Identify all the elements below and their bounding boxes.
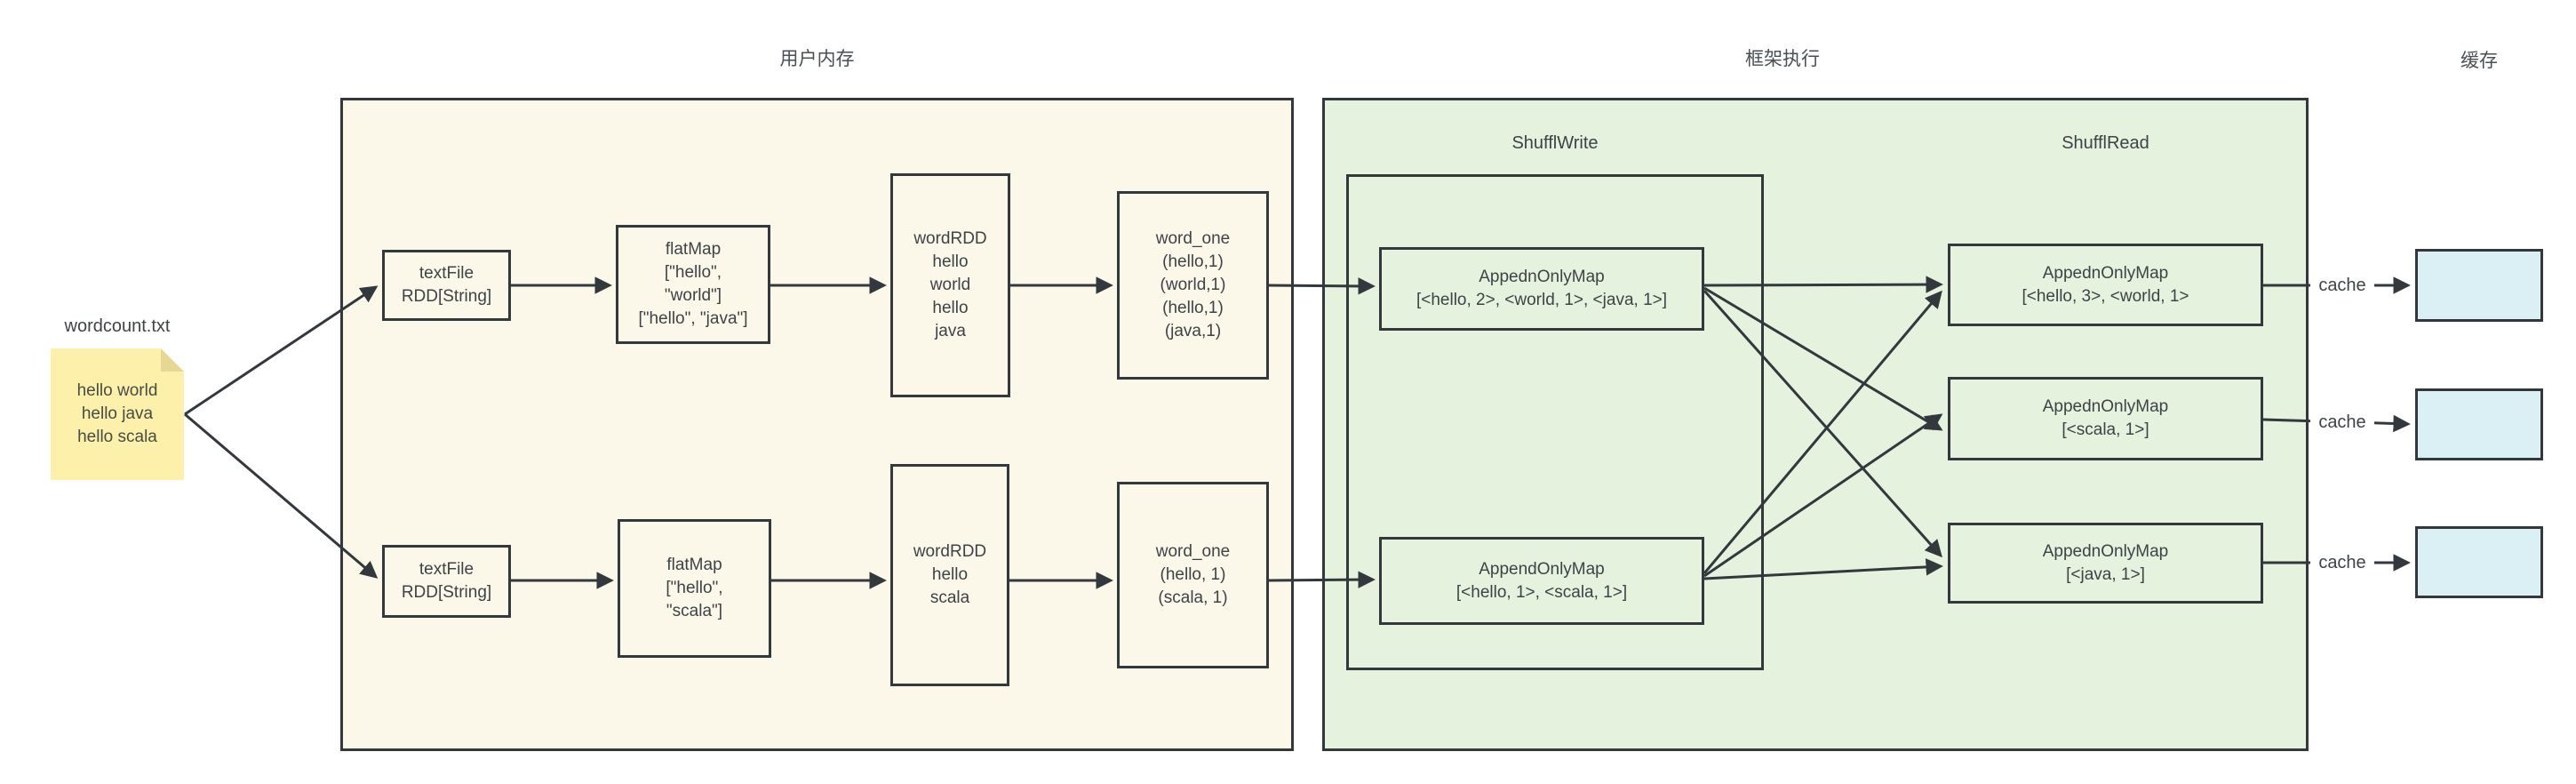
cache-title: 缓存 <box>2460 51 2498 71</box>
node-wordrdd-p2: wordRDD hello scala <box>890 464 1009 686</box>
cache-edge-label-3: cache <box>2310 550 2374 575</box>
user-memory-title: 用户内存 <box>779 49 855 69</box>
cache-block-2 <box>2415 388 2543 460</box>
node-flatmap-p2: flatMap ["hello", "scala"] <box>618 519 771 658</box>
node-wordrdd-p1: wordRDD hello world hello java <box>890 173 1010 397</box>
cache-edge-label-2: cache <box>2310 410 2374 435</box>
cache-edge-label-1: cache <box>2310 273 2374 298</box>
shuffle-write-label: ShufflWrite <box>1511 133 1599 153</box>
node-shuffleread-map2: AppednOnlyMap [<scala, 1>] <box>1948 377 2263 460</box>
node-wordone-p1: word_one (hello,1) (world,1) (hello,1) (… <box>1117 191 1269 380</box>
node-shufflewrite-map2: AppendOnlyMap [<hello, 1>, <scala, 1>] <box>1379 537 1704 625</box>
sticky-note: hello world hello java hello scala <box>51 348 184 480</box>
framework-title: 框架执行 <box>1745 49 1820 69</box>
node-shufflewrite-map1: AppednOnlyMap [<hello, 2>, <world, 1>, <… <box>1379 247 1704 331</box>
note-filename-label: wordcount.txt <box>64 316 171 336</box>
cache-block-3 <box>2415 526 2543 598</box>
cache-block-1 <box>2415 249 2543 322</box>
shuffle-read-label: ShufflRead <box>2062 133 2149 153</box>
sticky-note-fold <box>161 348 184 372</box>
node-wordone-p2: word_one (hello, 1) (scala, 1) <box>1117 482 1269 668</box>
node-flatmap-p1: flatMap ["hello", "world"] ["hello", "ja… <box>616 225 770 344</box>
node-shuffleread-map1: AppednOnlyMap [<hello, 3>, <world, 1> <box>1948 244 2263 326</box>
node-shuffleread-map3: AppednOnlyMap [<java, 1>] <box>1948 523 2263 604</box>
node-textfile-p2: textFile RDD[String] <box>382 545 511 618</box>
node-textfile-p1: textFile RDD[String] <box>382 250 511 321</box>
